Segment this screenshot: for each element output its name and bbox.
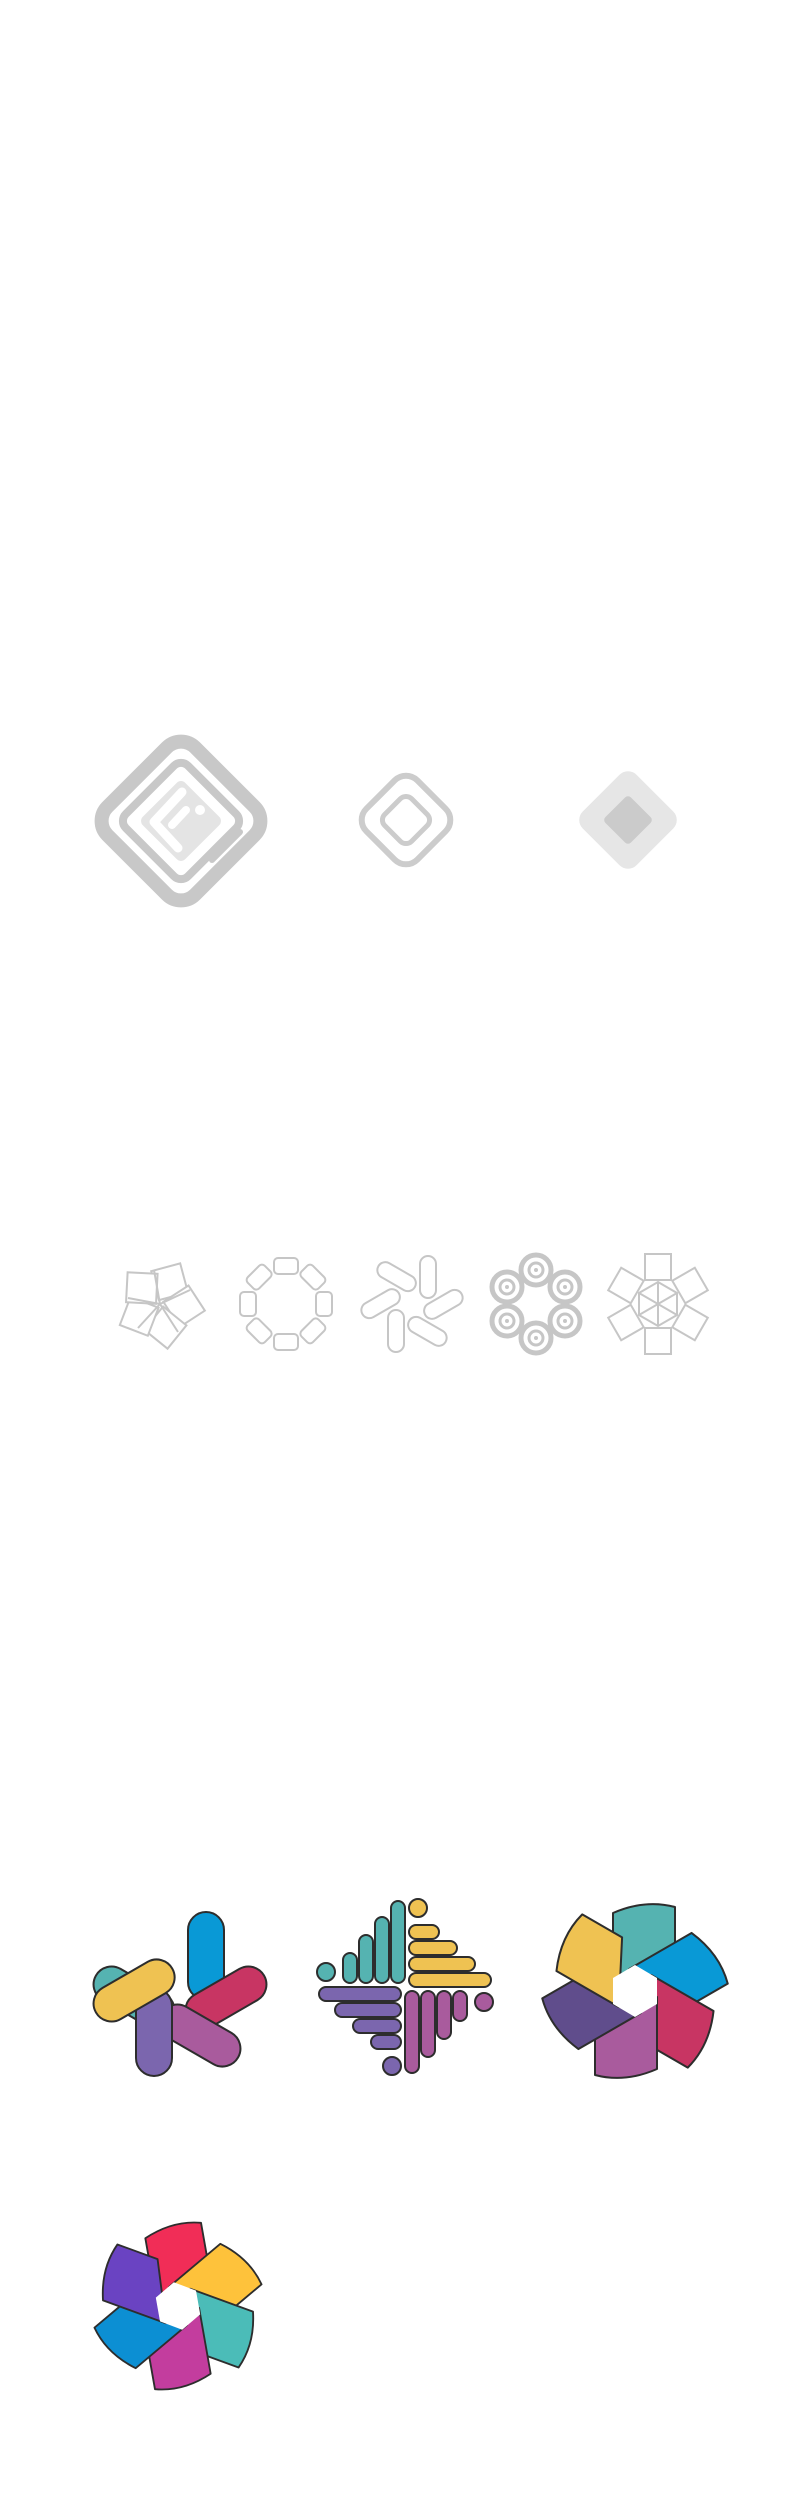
filled-diamond-icon xyxy=(572,764,684,876)
pill-pinwheel-logo-icon xyxy=(80,1894,280,2094)
octagon-ring-icon xyxy=(234,1252,338,1356)
square-mandala-icon xyxy=(606,1252,710,1356)
layered-diamond-badge-icon xyxy=(90,730,272,912)
pill-swirl-icon xyxy=(360,1252,464,1356)
bar-spiral-logo-icon xyxy=(312,1894,498,2080)
outline-diamond-icon xyxy=(350,764,462,876)
petal-aperture-logo-icon xyxy=(538,1894,732,2088)
rainbow-aperture-logo-icon xyxy=(88,2216,268,2396)
circle-cluster-icon xyxy=(484,1252,588,1356)
pinwheel-squares-icon xyxy=(108,1252,212,1356)
